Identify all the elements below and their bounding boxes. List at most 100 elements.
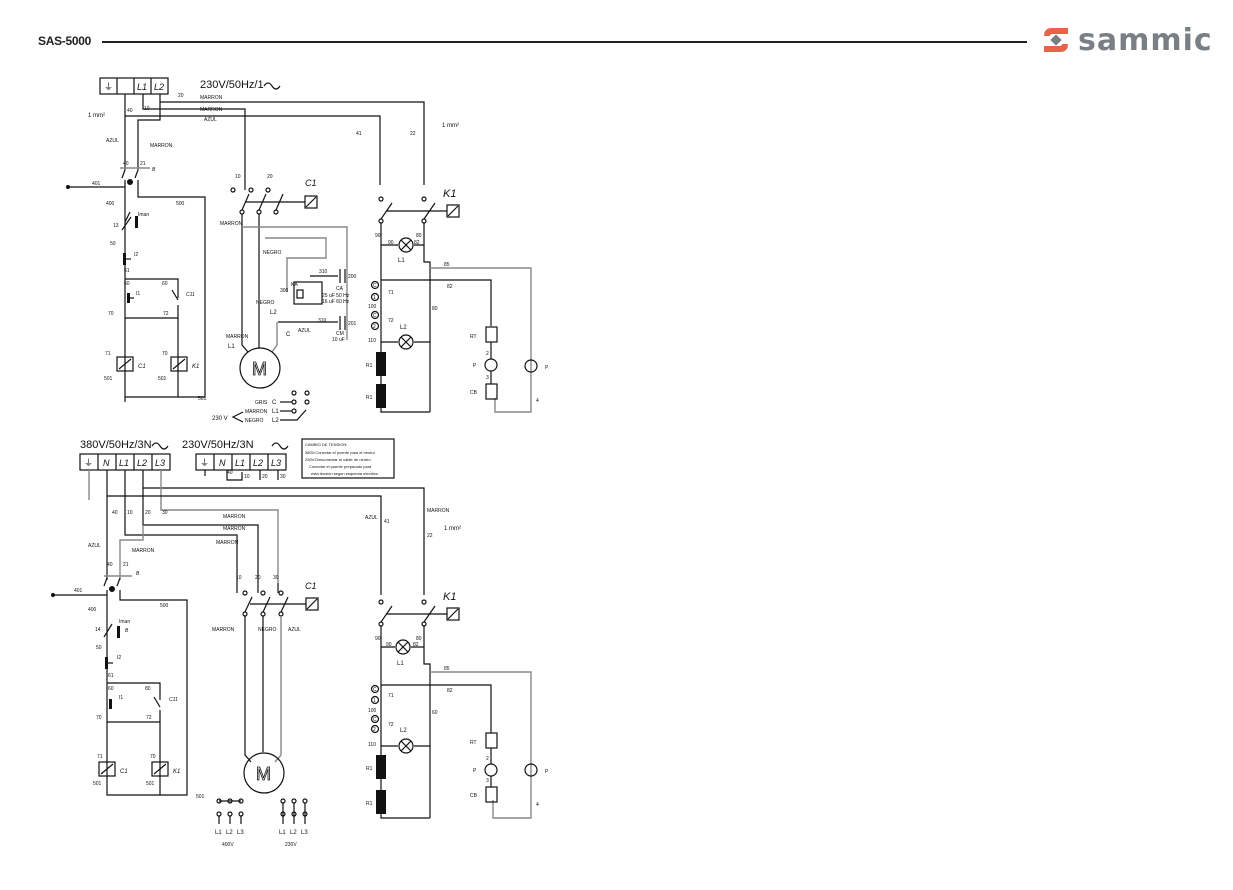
- svg-text:310: 310: [319, 269, 328, 275]
- lamp-l2: L2: [398, 325, 414, 350]
- svg-text:CB: CB: [470, 390, 478, 396]
- svg-text:30: 30: [280, 474, 286, 480]
- svg-text:10: 10: [236, 575, 242, 581]
- svg-text:72: 72: [163, 311, 169, 317]
- svg-text:I2: I2: [134, 252, 138, 258]
- svg-text:R1: R1: [366, 395, 373, 401]
- header-rule: [102, 41, 1027, 43]
- capacitor-cm: CM 10 uF 201 310: [318, 316, 357, 343]
- bridge-400v: L1 L2 L3 400V: [215, 798, 244, 848]
- svg-text:L2: L2: [253, 458, 263, 468]
- svg-text:72: 72: [388, 318, 394, 324]
- svg-text:1 mm²: 1 mm²: [444, 526, 461, 532]
- terminal-l1: L1: [137, 82, 147, 92]
- svg-text:L1: L1: [398, 258, 405, 264]
- svg-text:400V: 400V: [222, 842, 234, 848]
- svg-text:KA: KA: [291, 282, 298, 288]
- svg-text:R1: R1: [366, 363, 373, 369]
- svg-text:esta tension segun esquema ele: esta tension segun esquema electrico: [311, 471, 379, 476]
- heater-r1: R1 R1: [366, 352, 386, 408]
- brand-name: sammic: [1078, 22, 1213, 58]
- svg-text:71: 71: [105, 351, 111, 357]
- three-phase-diagram: 380V/50Hz/3N 230V/50Hz/3N ⏚ N L1 L2 L3 ⏚…: [51, 438, 549, 848]
- svg-text:L2: L2: [272, 418, 279, 424]
- svg-text:L2: L2: [400, 728, 407, 734]
- svg-text:C1: C1: [305, 581, 317, 591]
- svg-text:30: 30: [273, 575, 279, 581]
- svg-text:K1: K1: [173, 769, 180, 775]
- wire-label-azul: AZUL: [204, 117, 217, 123]
- svg-text:110: 110: [368, 338, 376, 344]
- svg-text:M: M: [256, 764, 271, 784]
- ground-terminal-icon: ⏚: [104, 82, 113, 92]
- motor-1ph: M: [239, 322, 281, 389]
- svg-text:N: N: [103, 458, 110, 468]
- svg-text:20: 20: [262, 474, 268, 480]
- svg-text:L3: L3: [237, 830, 244, 836]
- voltage-change-note: CAMBIO DE TENSION: 380V:Conectar el puen…: [301, 438, 395, 479]
- svg-text:3: 3: [486, 375, 489, 381]
- svg-text:310: 310: [318, 318, 327, 324]
- svg-text:40: 40: [112, 510, 118, 516]
- svg-text:380V:Conectar el puente para e: 380V:Conectar el puente para el neutro: [305, 450, 376, 455]
- svg-text:60: 60: [124, 281, 130, 287]
- svg-text:K1: K1: [443, 188, 456, 200]
- svg-text:201: 201: [348, 321, 357, 327]
- svg-text:14: 14: [95, 627, 101, 633]
- svg-text:21: 21: [140, 161, 146, 167]
- svg-text:10: 10: [144, 106, 150, 112]
- svg-text:L1: L1: [119, 458, 129, 468]
- svg-text:L3: L3: [301, 830, 308, 836]
- svg-text:72: 72: [146, 715, 152, 721]
- svg-text:I1: I1: [119, 695, 123, 701]
- svg-text:GRIS: GRIS: [255, 400, 268, 406]
- svg-text:90: 90: [388, 240, 394, 246]
- stop-button-i2: I2 61: [123, 252, 138, 274]
- svg-text:L3: L3: [271, 458, 281, 468]
- lamp-l1-3ph: L1: [395, 639, 411, 667]
- svg-text:25 uF 50 Hz: 25 uF 50 Hz: [322, 293, 350, 299]
- svg-text:MARRON: MARRON: [212, 627, 235, 633]
- switch-i3-3ph: 14 Iman B: [95, 619, 130, 638]
- svg-text:C: C: [373, 717, 377, 723]
- wire-section-label: 1 mm²: [88, 113, 105, 119]
- svg-text:R1: R1: [366, 766, 373, 772]
- svg-text:71: 71: [97, 754, 103, 760]
- svg-text:L1: L1: [397, 661, 404, 667]
- svg-text:AZUL: AZUL: [365, 515, 378, 521]
- bridge-230v: L1 L2 L3 230V: [279, 798, 308, 848]
- contactor-c1-power: C1 10 20 MARRON: [220, 174, 318, 227]
- svg-text:NEGRO: NEGRO: [245, 418, 263, 424]
- svg-text:AZUL: AZUL: [88, 543, 101, 549]
- svg-text:C: C: [373, 283, 377, 289]
- svg-text:2: 2: [373, 324, 376, 330]
- svg-text:90: 90: [375, 233, 381, 239]
- svg-text:4: 4: [536, 802, 539, 808]
- svg-text:500: 500: [176, 201, 185, 207]
- svg-text:L1: L1: [279, 830, 286, 836]
- svg-text:⏚: ⏚: [84, 458, 93, 468]
- svg-text:I2: I2: [117, 655, 121, 661]
- svg-text:4: 4: [536, 398, 539, 404]
- svg-text:NEGRO: NEGRO: [256, 300, 274, 306]
- pressure-safety-chain: RT 2 P 3 CB P 4: [470, 326, 549, 404]
- svg-text:200: 200: [348, 274, 357, 280]
- svg-text:CAMBIO DE TENSION:: CAMBIO DE TENSION:: [305, 442, 347, 447]
- svg-text:401: 401: [74, 588, 83, 594]
- svg-text:C11: C11: [169, 697, 178, 703]
- svg-text:501: 501: [196, 794, 205, 800]
- svg-text:K1: K1: [443, 591, 456, 603]
- svg-text:2: 2: [486, 756, 489, 762]
- svg-text:100: 100: [368, 304, 377, 310]
- svg-text:13: 13: [113, 223, 119, 229]
- terminal-block-380: ⏚ N L1 L2 L3: [79, 453, 171, 471]
- svg-text:85: 85: [444, 262, 450, 268]
- svg-text:400: 400: [88, 607, 97, 613]
- svg-text:80: 80: [416, 233, 422, 239]
- svg-text:NEGRO: NEGRO: [263, 250, 281, 256]
- sammic-logo: sammic: [1040, 22, 1213, 58]
- svg-text:MARRON: MARRON: [245, 409, 268, 415]
- svg-text:L1: L1: [228, 344, 235, 350]
